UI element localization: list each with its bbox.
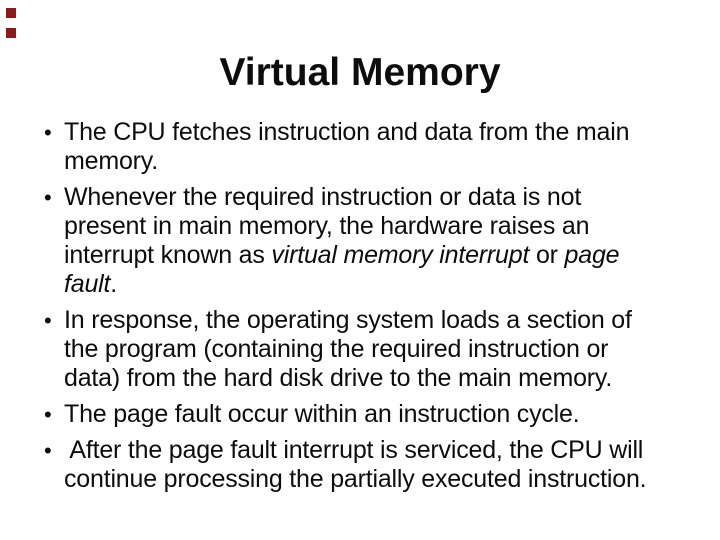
list-item: • After the page fault interrupt is serv…	[44, 436, 712, 494]
bullet-text: After the page fault interrupt is servic…	[64, 436, 712, 494]
bullet-text: In response, the operating system loads …	[64, 306, 712, 393]
page-title: Virtual Memory	[219, 51, 501, 94]
text-line: Whenever the required instruction or dat…	[64, 183, 712, 212]
list-item: • Whenever the required instruction or d…	[44, 183, 712, 299]
text-segment: interrupt known as	[64, 241, 272, 269]
corner-square-icon	[6, 8, 16, 18]
text-segment-italic: virtual memory interrupt	[271, 241, 530, 269]
text-segment: In response, the operating system loads …	[64, 306, 632, 334]
bullet-marker: •	[44, 308, 52, 333]
bullet-marker: •	[44, 185, 52, 210]
text-line: memory.	[64, 147, 712, 176]
text-segment: .	[110, 270, 118, 298]
text-line: interrupt known as virtual memory interr…	[64, 241, 712, 270]
bullet-marker: •	[44, 120, 52, 145]
text-segment: The page fault occur within an instructi…	[64, 400, 580, 428]
bullet-marker: •	[44, 402, 52, 427]
list-item: • The CPU fetches instruction and data f…	[44, 118, 712, 176]
bullet-text: Whenever the required instruction or dat…	[64, 183, 712, 299]
text-segment: present in main memory, the hardware rai…	[64, 212, 590, 240]
bullet-text: The CPU fetches instruction and data fro…	[64, 118, 712, 176]
bullet-marker: •	[44, 438, 52, 463]
text-line: data) from the hard disk drive to the ma…	[64, 364, 712, 393]
text-line: The CPU fetches instruction and data fro…	[64, 118, 712, 147]
text-line: fault.	[64, 270, 712, 299]
text-segment: the program (containing the required ins…	[64, 335, 609, 363]
list-item: • In response, the operating system load…	[44, 306, 712, 393]
text-line: the program (containing the required ins…	[64, 335, 712, 364]
bullet-text: The page fault occur within an instructi…	[64, 400, 712, 429]
text-segment-italic: page	[564, 241, 620, 269]
corner-square-icon	[6, 28, 16, 38]
text-segment: Whenever the required instruction or dat…	[64, 183, 582, 211]
text-line: present in main memory, the hardware rai…	[64, 212, 712, 241]
text-segment: After the page fault interrupt is servic…	[64, 436, 644, 464]
text-segment: data) from the hard disk drive to the ma…	[64, 364, 613, 392]
text-segment-italic: fault	[64, 270, 111, 298]
bullet-list: • The CPU fetches instruction and data f…	[44, 118, 712, 494]
text-segment: or	[529, 241, 565, 269]
text-line: continue processing the partially execut…	[64, 465, 712, 494]
text-line: After the page fault interrupt is servic…	[64, 436, 712, 465]
list-item: • The page fault occur within an instruc…	[44, 400, 712, 429]
text-line: In response, the operating system loads …	[64, 306, 712, 335]
text-segment: continue processing the partially execut…	[64, 465, 647, 493]
text-line: The page fault occur within an instructi…	[64, 400, 712, 429]
text-segment: The CPU fetches instruction and data fro…	[64, 118, 630, 146]
text-segment: memory.	[64, 147, 158, 175]
